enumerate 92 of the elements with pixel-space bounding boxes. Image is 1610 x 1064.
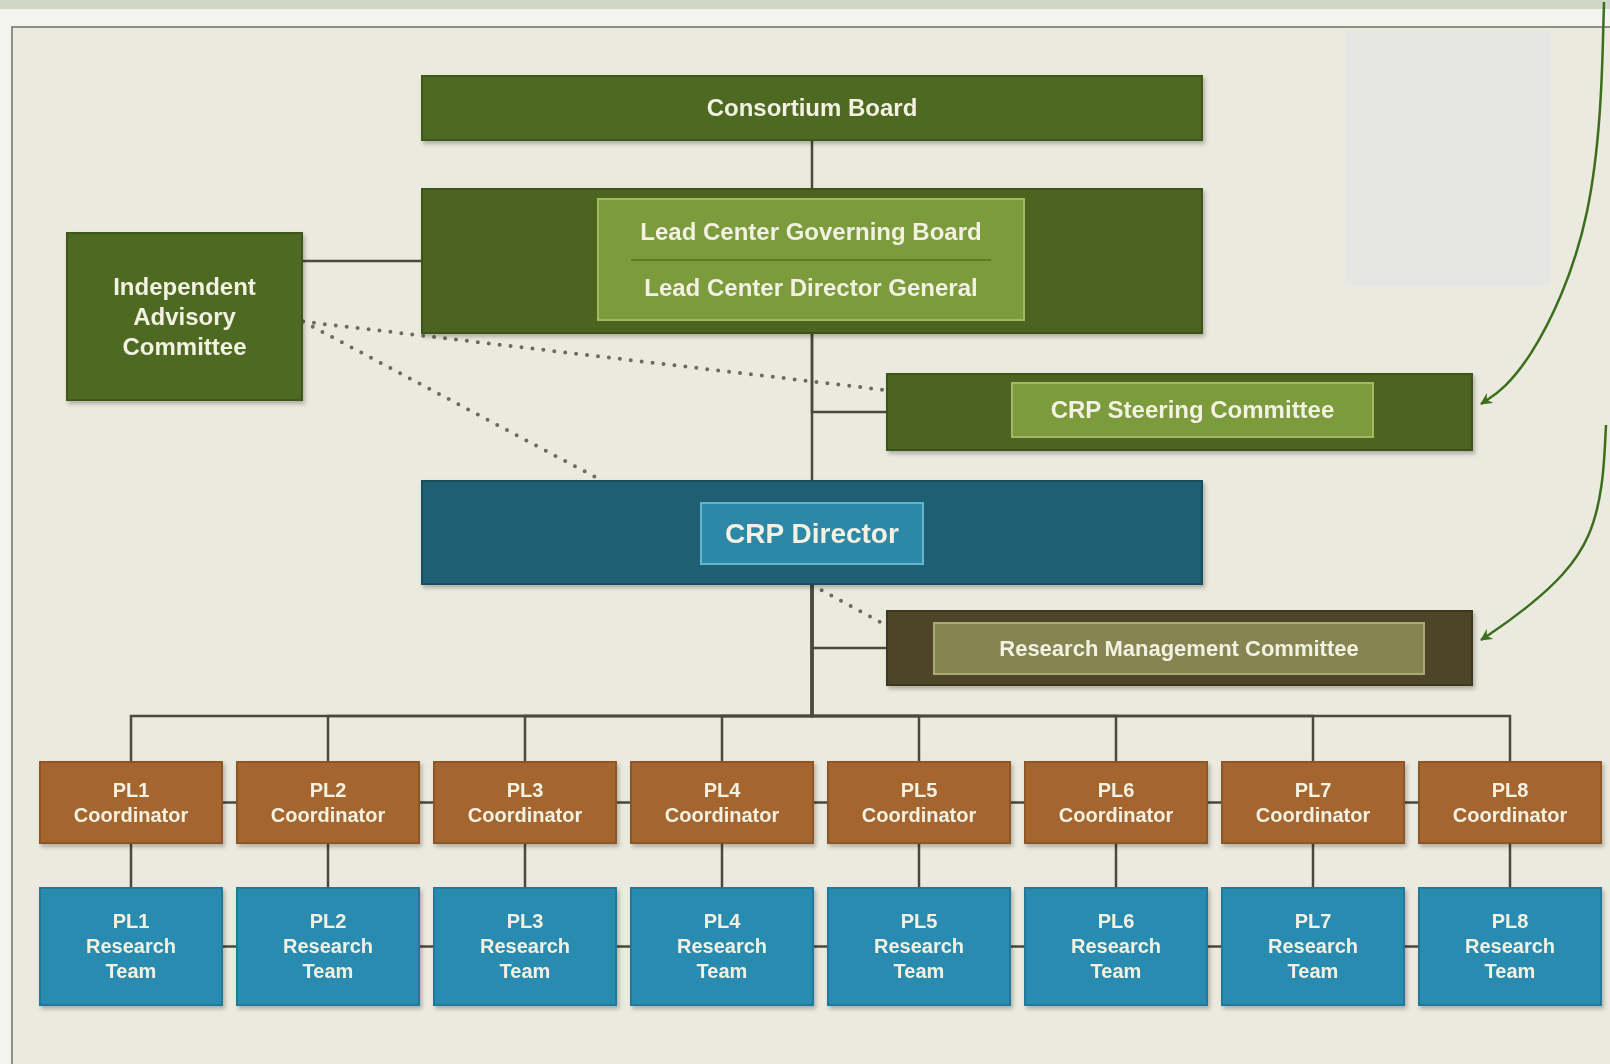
connector-line	[1508, 844, 1512, 887]
box-label: PL3	[506, 777, 544, 803]
connector-line	[1011, 801, 1024, 804]
box-label: Lead Center Director General	[644, 272, 978, 303]
team-box	[236, 887, 420, 1006]
board-panel	[886, 373, 1473, 451]
box-label: PL5	[900, 777, 938, 803]
box-label: Research Team	[872, 934, 966, 984]
connector-line	[617, 801, 630, 804]
curved-arrow	[1480, 1, 1606, 406]
connector-line	[1114, 844, 1118, 887]
org-box	[66, 232, 303, 401]
coordinator-box	[1418, 761, 1602, 844]
box-label: Independent Advisory Committee	[112, 271, 257, 362]
connector-line	[420, 801, 433, 804]
connector-line	[917, 844, 921, 887]
coordinator-box	[827, 761, 1011, 844]
team-box	[1418, 887, 1602, 1006]
box-label: PL8	[1491, 909, 1529, 934]
team-box	[433, 887, 617, 1006]
connector-line	[1011, 945, 1024, 948]
coordinator-box	[1024, 761, 1208, 844]
box-label: PL1	[112, 777, 150, 803]
team-box	[630, 887, 814, 1006]
org-box	[1011, 382, 1374, 438]
box-label: Research Team	[1069, 934, 1163, 984]
team-box	[39, 887, 223, 1006]
connector-line	[814, 945, 827, 948]
box-label: Lead Center Governing Board	[640, 216, 982, 247]
connector-line	[810, 334, 814, 480]
box-label: CRP Director	[725, 517, 899, 551]
connector-line	[814, 801, 827, 804]
board-panel	[421, 188, 1203, 334]
connector-line	[1405, 945, 1418, 948]
connector-line	[810, 141, 814, 188]
org-box	[700, 502, 924, 565]
org-box	[421, 75, 1203, 141]
box-label: Coordinator	[1255, 802, 1371, 828]
connector-line	[1405, 801, 1418, 804]
director-panel	[421, 480, 1203, 585]
box-label: PL6	[1097, 909, 1135, 934]
connector-line	[523, 844, 527, 887]
box-label: PL4	[703, 909, 741, 934]
box-label: PL7	[1294, 909, 1332, 934]
connector-line	[720, 844, 724, 887]
connector-line	[223, 945, 236, 948]
coordinator-box	[39, 761, 223, 844]
box-label: PL5	[900, 909, 938, 934]
box-label: Research Team	[1266, 934, 1360, 984]
box-label: CRP Steering Committee	[1050, 395, 1335, 425]
committee-panel	[886, 610, 1473, 686]
box-label: Coordinator	[861, 802, 977, 828]
connector-line	[1208, 945, 1221, 948]
coordinator-box	[1221, 761, 1405, 844]
team-box	[1221, 887, 1405, 1006]
connector-line	[129, 844, 133, 887]
team-box	[827, 887, 1011, 1006]
connector-line	[420, 945, 433, 948]
connector-line	[1208, 801, 1221, 804]
box-label: Research Management Committee	[999, 634, 1359, 663]
connector-line	[617, 945, 630, 948]
box-label: Research Team	[478, 934, 572, 984]
box-label: PL2	[309, 777, 347, 803]
box-label: Coordinator	[1058, 802, 1174, 828]
box-label: Coordinator	[73, 802, 189, 828]
box-label: Coordinator	[1452, 802, 1568, 828]
box-label: Research Team	[1463, 934, 1557, 984]
box-label: Coordinator	[664, 802, 780, 828]
connector-line	[303, 259, 421, 263]
box-label: PL7	[1294, 777, 1332, 803]
box-label: Coordinator	[270, 802, 386, 828]
connector-line	[223, 801, 236, 804]
box-label: PL1	[112, 909, 150, 934]
box-label: PL4	[703, 777, 741, 803]
box-label: PL2	[309, 909, 347, 934]
team-box	[1024, 887, 1208, 1006]
box-label: PL6	[1097, 777, 1135, 803]
org-box	[597, 198, 1025, 321]
box-label: Consortium Board	[706, 93, 918, 123]
curved-arrow	[1480, 424, 1608, 642]
box-label: PL3	[506, 909, 544, 934]
box-label: Coordinator	[467, 802, 583, 828]
org-box	[933, 622, 1425, 675]
connector-line	[1311, 844, 1315, 887]
connector-line	[326, 844, 330, 887]
coordinator-box	[630, 761, 814, 844]
box-label: Research Team	[675, 934, 769, 984]
coordinator-box	[433, 761, 617, 844]
box-label: Research Team	[84, 934, 178, 984]
coordinator-box	[236, 761, 420, 844]
box-label: Research Team	[281, 934, 375, 984]
box-label: PL8	[1491, 777, 1529, 803]
